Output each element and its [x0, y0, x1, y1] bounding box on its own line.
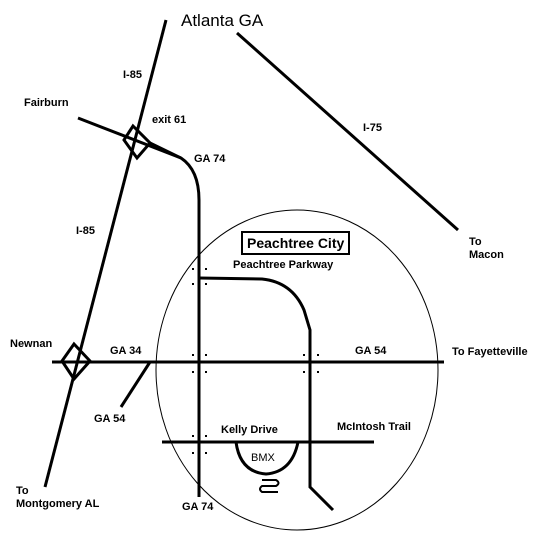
exit-61-interchange: [122, 123, 153, 161]
bmx-icon: [259, 479, 280, 493]
montgomery-label: Montgomery AL: [16, 498, 100, 510]
ga54-west-road: [119, 361, 152, 408]
macon-label: Macon: [469, 249, 504, 261]
peachtree-parkway-label: Peachtree Parkway: [233, 259, 334, 271]
ga74-north-label: GA 74: [194, 153, 226, 165]
ga74-south-label: GA 74: [182, 501, 214, 513]
bmx-track: [234, 441, 300, 476]
newnan-interchange: [60, 341, 93, 382]
i75-road: [236, 31, 459, 232]
city-label: Peachtree City: [241, 231, 351, 255]
ga34-label: GA 34: [110, 345, 142, 357]
ga54-east-label: GA 54: [355, 345, 387, 357]
i85-north-label: I-85: [123, 69, 142, 81]
fayetteville-label: To Fayetteville: [452, 346, 528, 358]
city-boundary: [155, 209, 439, 531]
exit-61-label: exit 61: [152, 114, 187, 126]
i85-south-label: I-85: [76, 225, 95, 237]
i85-road: [43, 19, 168, 488]
montgomery-to-label: To: [16, 485, 29, 497]
ga54-west-label: GA 54: [94, 413, 126, 425]
mcintosh-trail-label: McIntosh Trail: [337, 421, 411, 433]
newnan-label: Newnan: [10, 338, 53, 350]
bmx-label: BMX: [251, 452, 275, 464]
fairburn-label: Fairburn: [24, 97, 69, 109]
map-title: Atlanta GA: [181, 11, 264, 30]
peachtree-parkway-road: [198, 276, 335, 512]
ga74-road: [149, 141, 201, 497]
kelly-drive-label: Kelly Drive: [221, 424, 278, 436]
i75-label: I-75: [363, 122, 382, 134]
macon-to-label: To: [469, 236, 482, 248]
intersection-dots: [192, 268, 319, 454]
